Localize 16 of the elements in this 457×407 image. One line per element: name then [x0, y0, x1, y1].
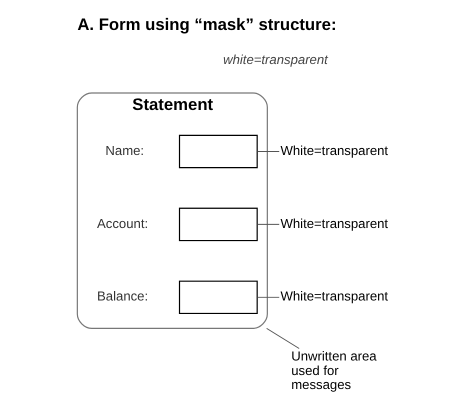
node-text: Unwritten area used for messages	[291, 348, 377, 392]
connector	[256, 296, 280, 298]
node-text: White=transparent	[280, 288, 388, 304]
connector	[266, 328, 300, 349]
node-box	[178, 134, 258, 168]
node-text: White=transparent	[280, 216, 388, 231]
node-text: White=transparent	[280, 142, 388, 158]
node-box	[178, 208, 258, 242]
node-label: Name:	[105, 142, 144, 158]
diagram-title: A. Form using “mask” structure:	[77, 14, 337, 34]
connector	[256, 224, 280, 225]
node-label: Balance:	[97, 288, 148, 304]
connector	[256, 151, 280, 152]
node-box	[178, 280, 258, 314]
node-label: Account:	[97, 216, 148, 231]
label: white=transparent	[223, 52, 328, 68]
